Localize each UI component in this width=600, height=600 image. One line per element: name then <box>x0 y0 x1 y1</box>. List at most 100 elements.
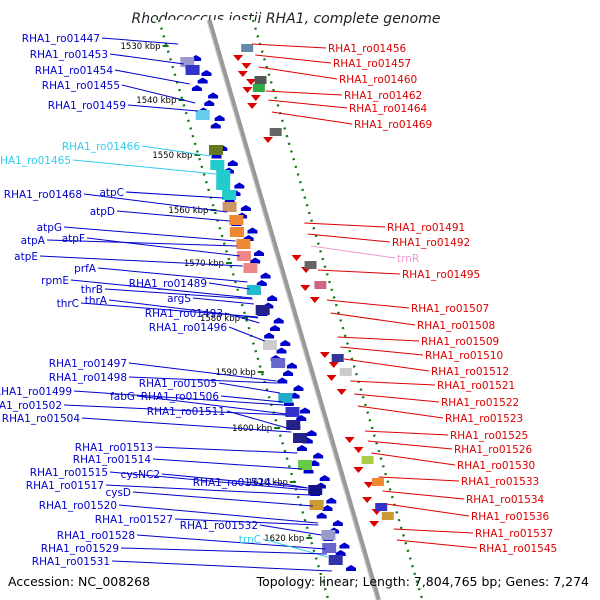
gene-block-left <box>293 433 308 443</box>
gene-label-right[interactable]: RHA1_ro01509 <box>421 336 499 348</box>
gene-label-left[interactable]: RHA1_ro01504 <box>2 413 81 425</box>
gene-label-right[interactable]: RHA1_ro01460 <box>339 74 417 86</box>
gene-label-left[interactable]: trnC <box>239 534 261 546</box>
gene-label-left[interactable]: RHA1_ro01453 <box>30 49 108 61</box>
gene-label-left[interactable]: thrA <box>85 295 108 307</box>
gene-label-right[interactable]: RHA1_ro01534 <box>466 494 545 506</box>
gene-arrow-left <box>339 542 350 549</box>
gene-label-left[interactable]: atpF <box>62 233 85 245</box>
gene-label-right[interactable]: RHA1_ro01510 <box>425 350 503 362</box>
gene-label-left[interactable]: fabG <box>110 391 135 403</box>
gene-label-left[interactable]: RHA1_ro01527 <box>95 514 173 526</box>
gene-label-right[interactable]: RHA1_ro01530 <box>457 460 535 472</box>
gene-label-left[interactable]: RHA1_ro01447 <box>22 33 100 45</box>
gene-label-right[interactable]: RHA1_ro01464 <box>349 103 428 115</box>
gene-label-left[interactable]: RHA1_ro01515 <box>30 467 108 479</box>
gene-label-right[interactable]: RHA1_ro01522 <box>441 397 519 409</box>
gene-arrow-left <box>300 407 311 414</box>
gene-label-right[interactable]: RHA1_ro01526 <box>454 444 533 456</box>
gene-label-left[interactable]: atpD <box>90 206 115 218</box>
gene-label-left[interactable]: RHA1_ro01505 <box>139 378 217 390</box>
gene-block-right <box>339 368 352 376</box>
scale-label: 1620 kbp <box>264 534 304 544</box>
gene-block-left <box>216 170 231 180</box>
gene-label-left[interactable]: RHA1_ro01466 <box>62 141 141 153</box>
gene-label-left[interactable]: atpG <box>37 222 62 234</box>
gene-block-left <box>297 460 312 470</box>
left-connector <box>121 84 196 104</box>
gene-label-right[interactable]: RHA1_ro01533 <box>461 476 539 488</box>
gene-label-right[interactable]: RHA1_ro01495 <box>402 269 480 281</box>
gene-label-left[interactable]: RHA1_ro01506 <box>141 391 220 403</box>
gene-label-left[interactable]: RHA1_ro01493 <box>145 308 223 320</box>
gene-label-left[interactable]: RHA1_ro01532 <box>180 520 258 532</box>
gene-label-left[interactable]: RHA1_ro01517 <box>26 480 104 492</box>
left-connector <box>272 481 308 489</box>
gene-label-left[interactable]: RHA1_ro01496 <box>149 322 228 334</box>
gene-label-left[interactable]: atpE <box>14 251 38 263</box>
gene-label-left[interactable]: atpA <box>21 235 46 247</box>
gene-label-right[interactable]: RHA1_ro01523 <box>445 413 523 425</box>
gene-block-left <box>308 485 323 495</box>
gene-label-left[interactable]: RHA1_ro01468 <box>4 189 82 201</box>
gene-label-left[interactable]: RHA1_ro01497 <box>49 358 127 370</box>
gene-label-left[interactable]: RHA1_ro01465 <box>0 155 71 167</box>
gene-label-left[interactable]: RHA1_ro01454 <box>35 65 114 77</box>
gene-label-left[interactable]: argS <box>167 293 191 305</box>
gene-label-left[interactable]: thrC <box>57 298 79 310</box>
gene-label-right[interactable]: RHA1_ro01536 <box>471 511 550 523</box>
left-connector <box>125 191 224 199</box>
gene-arrow-left <box>306 430 317 436</box>
gene-label-right[interactable]: RHA1_ro01492 <box>392 237 470 249</box>
gene-arrow-left <box>313 452 324 459</box>
gene-label-left[interactable]: thrB <box>81 284 103 296</box>
gene-arrow-left <box>240 205 251 211</box>
gene-label-left[interactable]: RHA1_ro01502 <box>0 400 62 412</box>
gene-label-right[interactable]: RHA1_ro01507 <box>411 303 489 315</box>
gene-label-right[interactable]: RHA1_ro01545 <box>479 543 557 555</box>
gene-block-left <box>229 227 244 237</box>
left-connector <box>86 237 240 257</box>
gene-label-left[interactable]: RHA1_ro01513 <box>75 442 153 454</box>
gene-block-right <box>241 44 254 52</box>
gene-label-left[interactable]: RHA1_ro01455 <box>42 80 120 92</box>
gene-label-left[interactable]: RHA1_ro01520 <box>39 500 117 512</box>
right-connector <box>330 312 416 326</box>
gene-label-left[interactable]: atpC <box>99 187 124 199</box>
scale-label: 1580 kbp <box>200 314 240 324</box>
gene-label-right[interactable]: RHA1_ro01491 <box>387 222 465 234</box>
gene-label-right[interactable]: RHA1_ro01457 <box>333 58 411 70</box>
gene-label-left[interactable]: RHA1_ro01514 <box>73 454 152 466</box>
gene-label-left[interactable]: RHA1_ro01529 <box>41 543 119 555</box>
gene-label-right[interactable]: trnR <box>397 253 419 265</box>
gene-label-right[interactable]: RHA1_ro01512 <box>431 366 509 378</box>
right-connector <box>255 54 332 64</box>
gene-label-right[interactable]: RHA1_ro01508 <box>417 320 495 332</box>
gene-label-right[interactable]: RHA1_ro01462 <box>344 90 422 102</box>
left-connector <box>104 288 253 300</box>
gene-label-left[interactable]: RHA1_ro01489 <box>129 278 207 290</box>
right-connector <box>258 66 338 80</box>
gene-label-left[interactable]: RHA1_ro01499 <box>0 386 72 398</box>
gene-label-left[interactable]: prfA <box>74 263 97 275</box>
left-connector <box>141 145 211 157</box>
right-connector <box>354 393 440 403</box>
gene-arrow-left <box>204 100 215 106</box>
gene-label-left[interactable]: rpmE <box>41 275 69 287</box>
gene-label-right[interactable]: RHA1_ro01469 <box>354 119 432 131</box>
gene-label-left[interactable]: RHA1_ro01498 <box>49 372 127 384</box>
gene-arrow-left <box>296 445 307 451</box>
gene-arrow-left <box>276 347 287 354</box>
gene-block-left <box>185 65 200 75</box>
gene-label-right[interactable]: RHA1_ro01521 <box>437 380 515 392</box>
gene-label-left[interactable]: RHA1_ro01459 <box>48 100 126 112</box>
gene-label-right[interactable]: RHA1_ro01525 <box>450 430 528 442</box>
gene-arrow-left <box>316 512 327 519</box>
gene-label-left[interactable]: RHA1_ro01531 <box>32 556 110 568</box>
gene-label-left[interactable]: cysD <box>105 487 131 499</box>
gene-label-right[interactable]: RHA1_ro01537 <box>475 528 553 540</box>
gene-label-left[interactable]: RHA1_ro01528 <box>57 530 135 542</box>
gene-label-left[interactable]: RHA1_ro01524 <box>193 477 272 489</box>
gene-label-left[interactable]: RHA1_ro01511 <box>147 406 225 418</box>
gene-label-right[interactable]: RHA1_ro01456 <box>328 43 407 55</box>
